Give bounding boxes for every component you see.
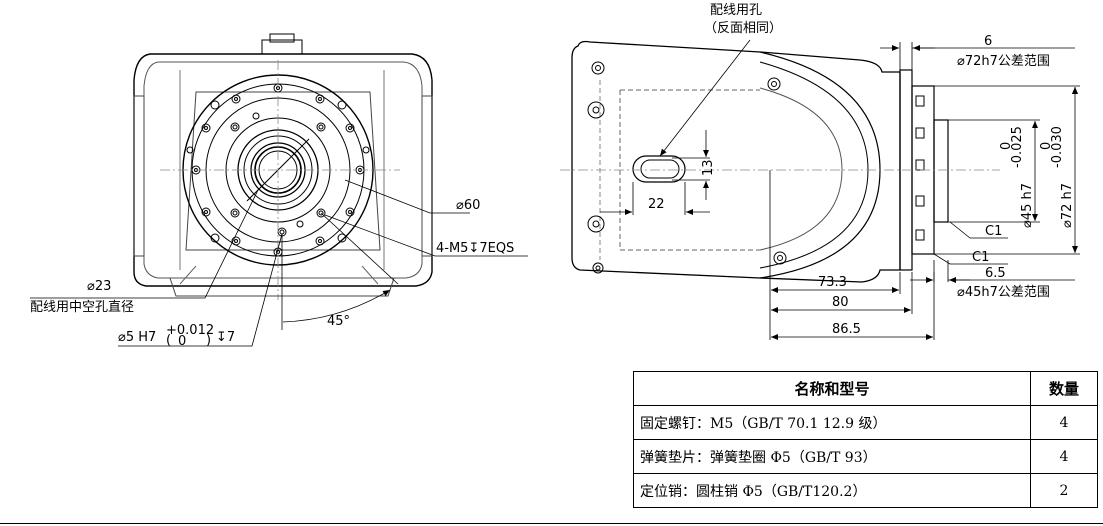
parts-table: 名称和型号 数量 固定螺钉：M5（GB/T 70.1 12.9 级） 4 弹簧垫… xyxy=(633,371,1098,508)
dim-86-5-value: 86.5 xyxy=(832,322,861,337)
table-row: 弹簧垫片：弹簧垫圈 Φ5（GB/T 93） 4 xyxy=(633,439,1098,474)
d45-tolerance-range: ⌀45h7公差范围 xyxy=(957,285,1050,300)
angle-label: 45° xyxy=(327,314,350,329)
pin-tol-lower: 0 xyxy=(178,334,186,349)
part-qty: 4 xyxy=(1030,439,1098,474)
d45-tol-upper: 0 xyxy=(999,142,1014,150)
pin-paren-left: ( xyxy=(166,333,171,348)
pin-paren-right: ) xyxy=(206,333,211,348)
wiring-hole-subtitle: （反面相同） xyxy=(704,21,782,36)
dim-73-3-value: 73.3 xyxy=(818,275,847,290)
d72-tol-upper: 0 xyxy=(1039,142,1054,150)
side-view xyxy=(560,40,1000,283)
header-name: 名称和型号 xyxy=(633,371,1031,406)
wiring-hole-title: 配线用孔 xyxy=(710,3,762,18)
d45-tol-lower: -0.025 xyxy=(1010,126,1025,168)
chamfer-upper-label: C1 xyxy=(985,224,1002,239)
dim-6-5-value: 6.5 xyxy=(985,266,1006,281)
d72-label: ⌀72 h7 xyxy=(1060,183,1075,228)
d72-tol-lower: -0.030 xyxy=(1050,126,1065,168)
side-view-labels: 配线用孔 （反面相同） 13 22 6 ⌀72h7公差范围 ⌀45 h7 0 -… xyxy=(648,3,1075,337)
pin-depth-label: ↧7 xyxy=(216,330,235,345)
part-name: 弹簧垫片：弹簧垫圈 Φ5（GB/T 93） xyxy=(633,439,1031,474)
dim-22-value: 22 xyxy=(648,197,665,212)
bottom-rule xyxy=(0,523,1103,524)
d45-label: ⌀45 h7 xyxy=(1020,183,1035,228)
pin-hole-label: ⌀5 H7 xyxy=(118,330,156,345)
part-qty: 4 xyxy=(1030,405,1098,440)
chamfer-lower-label: C1 xyxy=(972,250,989,265)
dim-80-value: 80 xyxy=(832,295,849,310)
side-view-dimensions xyxy=(600,39,1080,340)
part-name: 定位销：圆柱销 Φ5（GB/T120.2） xyxy=(633,473,1031,508)
d72-tolerance-range: ⌀72h7公差范围 xyxy=(957,54,1050,69)
thread-spec-label: 4-M5↧7EQS xyxy=(436,241,514,256)
table-row: 定位销：圆柱销 Φ5（GB/T120.2） 2 xyxy=(633,473,1098,508)
parts-table-header: 名称和型号 数量 xyxy=(633,371,1098,406)
hollow-diameter-value: ⌀23 xyxy=(87,279,111,294)
front-view-labels: ⌀23 配线用中空孔直径 ⌀60 4-M5↧7EQS 45° ⌀5 H7 +0.… xyxy=(30,198,514,349)
front-view-annotations xyxy=(30,179,528,347)
dim-6-value: 6 xyxy=(984,34,992,49)
part-name: 固定螺钉：M5（GB/T 70.1 12.9 级） xyxy=(633,405,1031,440)
front-view xyxy=(133,33,433,300)
flange-diameter-value: ⌀60 xyxy=(456,198,480,213)
pin-tol-upper: +0.012 xyxy=(166,323,214,338)
hollow-hole-caption: 配线用中空孔直径 xyxy=(30,300,134,315)
table-row: 固定螺钉：M5（GB/T 70.1 12.9 级） 4 xyxy=(633,405,1098,440)
header-qty: 数量 xyxy=(1030,371,1098,406)
dim-13-value: 13 xyxy=(701,159,716,176)
part-qty: 2 xyxy=(1030,473,1098,508)
